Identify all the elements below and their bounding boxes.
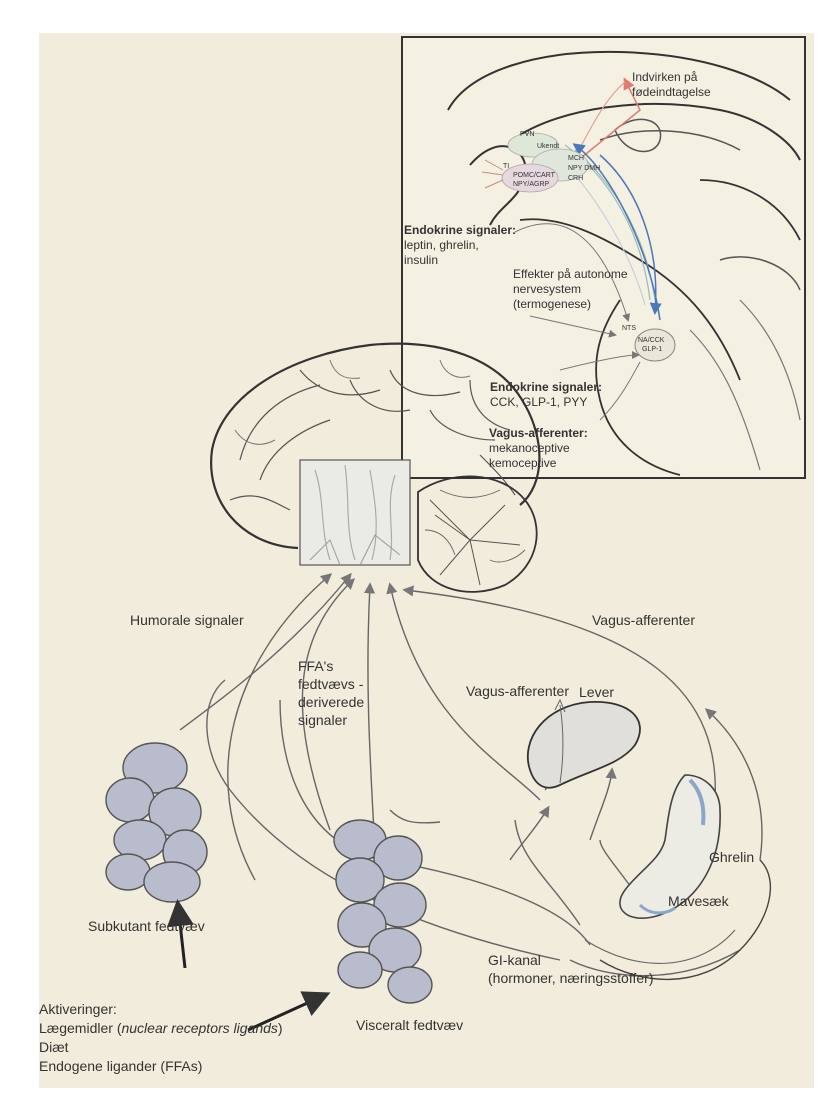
activation-arrow-subkutant	[178, 905, 185, 968]
label-endokrine-1: Endokrine signaler:leptin, ghrelin,insul…	[404, 223, 516, 268]
label-vagus-afferenter-top: Vagus-afferenter	[592, 612, 695, 629]
label-mch: MCH	[568, 155, 584, 163]
label-npy-agrp: NPY/AGRP	[513, 181, 549, 189]
label-ti: TI	[503, 163, 509, 171]
label-na-cck: NA/CCK	[638, 337, 664, 345]
label-gi-kanal: GI-kanal(hormoner, næringsstoffer)	[488, 951, 653, 987]
stomach-illustration	[585, 775, 770, 979]
label-ukendt: Ukendt	[537, 143, 559, 151]
label-humorale-signaler: Humorale signaler	[130, 612, 244, 629]
label-subkutant: Subkutant fedtvæv	[88, 918, 205, 935]
label-crh: CRH	[568, 175, 583, 183]
label-npy-dmh: NPY DMH	[568, 165, 600, 173]
visceralt-fedtvaev-illustration	[334, 820, 432, 1003]
label-ghrelin: Ghrelin	[709, 849, 754, 866]
label-lever: Lever	[579, 684, 614, 701]
subkutant-fedtvaev-illustration	[106, 743, 207, 902]
liver-illustration	[528, 700, 640, 788]
label-pvn: PVN	[520, 131, 534, 139]
label-endokrine-2: Endokrine signaler:CCK, GLP-1, PYY	[490, 380, 602, 410]
label-mavesaek: Mavesæk	[668, 893, 729, 910]
signal-arrows	[180, 575, 762, 976]
label-vagus-afferenter-mid: Vagus-afferenter	[466, 683, 569, 700]
label-glp1: GLP-1	[642, 346, 662, 354]
label-pomc-cart: POMC/CART	[513, 172, 555, 180]
label-nts: NTS	[622, 325, 636, 333]
label-aktiveringer: Aktiveringer: Lægemidler (nuclear recept…	[39, 1000, 283, 1076]
label-visceralt: Visceralt fedtvæv	[356, 1017, 463, 1034]
